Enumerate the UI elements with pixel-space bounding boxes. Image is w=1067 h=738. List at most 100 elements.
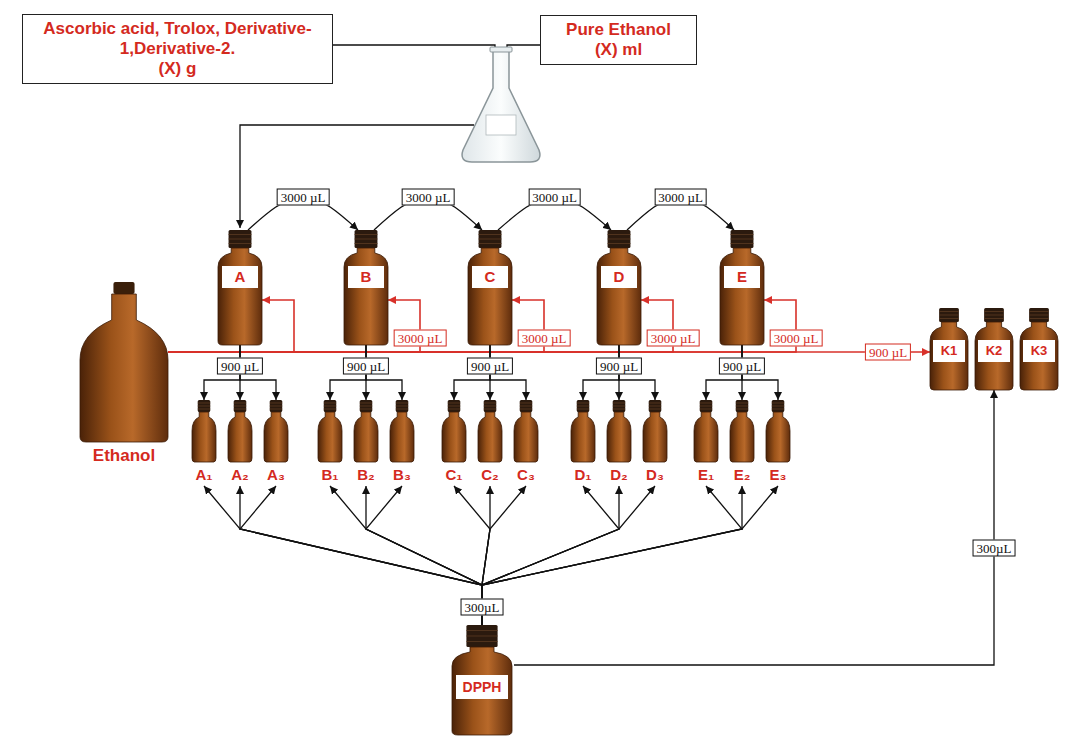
bottle-shape [390, 400, 414, 462]
bottle-cap [731, 230, 754, 248]
bottle-label: B₃ [387, 466, 417, 484]
cap-ridge [484, 409, 496, 410]
bottle-outline [691, 400, 721, 462]
cap-ridge [731, 243, 754, 244]
cap-ridge [324, 409, 336, 410]
cap-ridge [448, 403, 460, 404]
cap-ridge [198, 409, 210, 410]
bottle-shape [344, 230, 388, 345]
bottle-body [930, 322, 968, 390]
sample-vial: C₂ [475, 400, 505, 484]
bottle-outline [511, 400, 541, 462]
bottle-cap [736, 400, 748, 412]
cap-ridge [613, 403, 625, 404]
bottle-body [720, 248, 764, 345]
cap-ridge [396, 403, 408, 404]
cap-ridge [229, 243, 252, 244]
reagent-text: Ascorbic acid, Trolox, Derivative-1,Deri… [29, 19, 326, 59]
bottle-body [514, 412, 538, 462]
bottle-body [344, 248, 388, 345]
feed-line [333, 45, 495, 52]
bottle-label: E₃ [763, 466, 793, 484]
cap-ridge [700, 409, 712, 410]
cap-ridge [700, 406, 712, 407]
bottle-body [571, 412, 595, 462]
cap-ridge [731, 239, 754, 240]
cap-ridge [234, 403, 246, 404]
bottle-label: B₂ [351, 466, 381, 484]
cap-ridge [448, 406, 460, 407]
cap-ridge [520, 403, 532, 404]
bottle-label: E₂ [727, 466, 757, 484]
cap-ridge [700, 403, 712, 404]
bottle-body [694, 412, 718, 462]
bottle-body [452, 647, 512, 735]
bottle-cap [520, 400, 532, 412]
bottle-cap [984, 308, 1004, 322]
bottle-cap [113, 282, 134, 294]
volume-label: 900 µL [596, 358, 642, 375]
bottle-body [318, 412, 342, 462]
bottle-body [468, 248, 512, 345]
control-bottle: K1 [930, 308, 968, 390]
cap-ridge [939, 318, 959, 319]
cap-ridge [649, 409, 661, 410]
volume-label: 900 µL [865, 344, 911, 361]
bottle-shape [80, 282, 168, 442]
bottle-shape [478, 400, 502, 462]
bottle-outline [568, 400, 598, 462]
cap-ridge [396, 409, 408, 410]
bottle-shape [218, 230, 262, 345]
bottle-body [643, 412, 667, 462]
bottle-label: Ethanol [80, 446, 168, 466]
cap-ridge [577, 406, 589, 407]
sample-vial: E₃ [763, 400, 793, 484]
dilution-bottle: D [597, 230, 641, 345]
bottle-label: E [724, 266, 760, 288]
volume-label: 900 µL [467, 358, 513, 375]
bottle-label: K3 [1023, 340, 1055, 362]
bottle-shape [975, 308, 1013, 390]
volume-label: 900 µL [719, 358, 765, 375]
cap-ridge [649, 403, 661, 404]
cap-ridge [649, 406, 661, 407]
volume-label: 300µL [973, 540, 1016, 557]
volume-label: 3000 µL [654, 189, 707, 206]
bottle-label: B [348, 266, 384, 288]
bottle-label: C₂ [475, 466, 505, 484]
bottle-outline [387, 400, 417, 462]
transfer-line [514, 390, 994, 665]
cap-ridge [772, 406, 784, 407]
bottle-label: A [222, 266, 258, 288]
volume-label: 3000 µL [277, 189, 330, 206]
bottle-label: K1 [933, 340, 965, 362]
bottle-body [1020, 322, 1058, 390]
bottle-shape [643, 400, 667, 462]
sample-vial: E₂ [727, 400, 757, 484]
bottle-cap [649, 400, 661, 412]
cap-ridge [1029, 315, 1049, 316]
sample-vial: A₃ [261, 400, 291, 484]
cap-ridge [939, 311, 959, 312]
bottle-shape [228, 400, 252, 462]
ethanol-bottle: Ethanol [80, 282, 168, 466]
bottle-cap [198, 400, 210, 412]
bottle-shape [720, 230, 764, 345]
bottle-outline [351, 400, 381, 462]
bottle-shape [514, 400, 538, 462]
cap-ridge [355, 239, 378, 240]
bottle-body [80, 294, 168, 442]
bottle-shape [192, 400, 216, 462]
volume-label: 3000 µL [647, 330, 700, 347]
bottle-label: DPPH [456, 675, 508, 699]
transfer-line [240, 486, 482, 625]
bottle-cap [396, 400, 408, 412]
volume-label: 900 µL [343, 358, 389, 375]
cap-ridge [360, 403, 372, 404]
sample-vial: D₃ [640, 400, 670, 484]
bottle-cap [608, 230, 631, 248]
bottle-label: C₃ [511, 466, 541, 484]
sample-vial: C₃ [511, 400, 541, 484]
